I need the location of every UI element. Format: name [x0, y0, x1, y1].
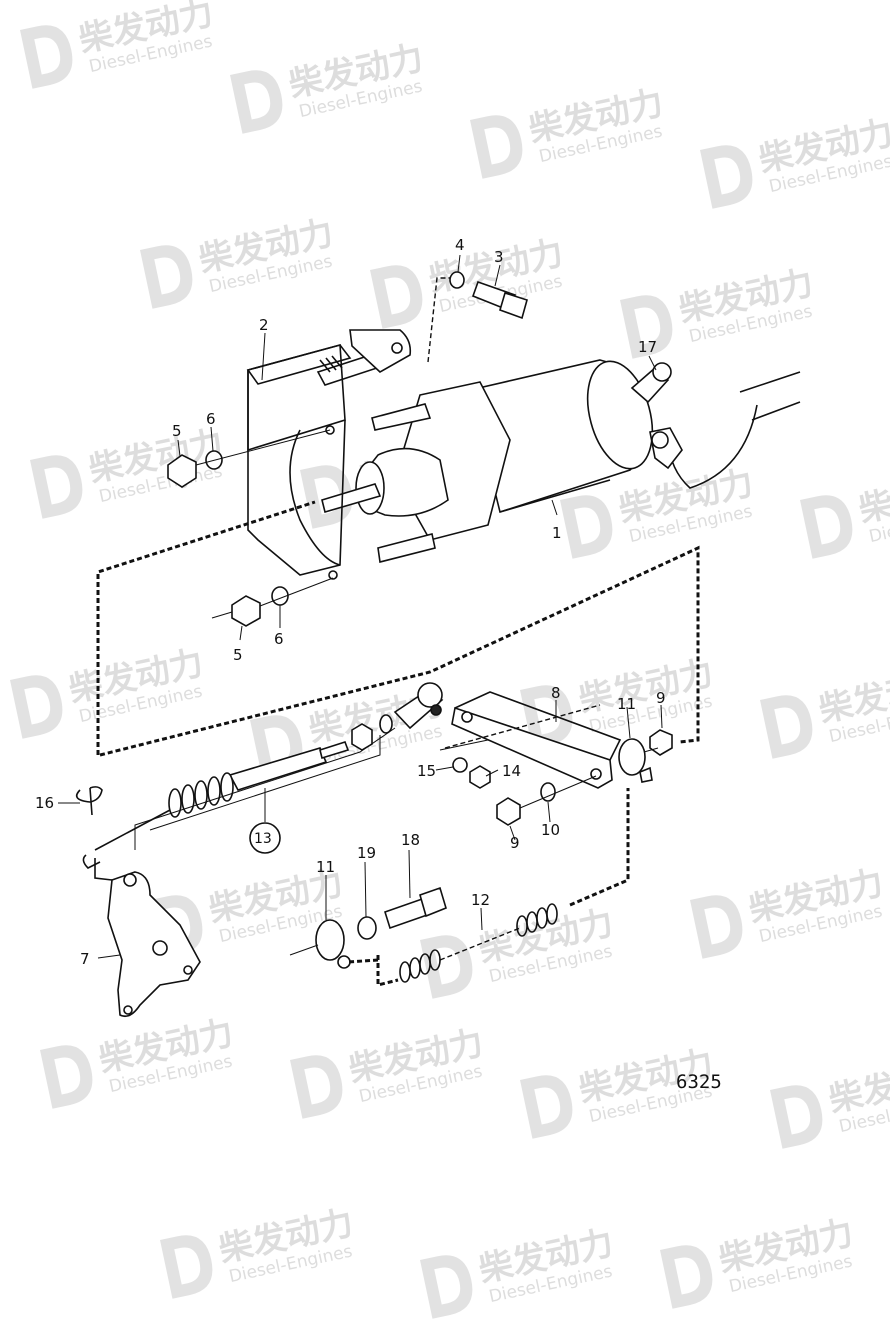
figure-number: 6325 [676, 1071, 722, 1093]
callout-8: 8 [551, 684, 561, 702]
callout-15: 15 [417, 762, 436, 780]
callout-11-lower: 11 [316, 858, 335, 876]
callout-17: 17 [638, 338, 657, 356]
callout-6-lower: 6 [274, 630, 284, 648]
callout-6-upper: 6 [206, 410, 216, 428]
callout-12: 12 [471, 891, 490, 909]
callout-9-upper: 9 [656, 689, 666, 707]
watermark-brand: 柴发动力 [855, 463, 890, 530]
callout-3: 3 [494, 248, 504, 266]
callout-1: 1 [552, 524, 562, 542]
callout-4: 4 [455, 236, 465, 254]
assembly-boundary [96, 500, 700, 757]
callout-18: 18 [401, 831, 420, 849]
callout-10: 10 [541, 821, 560, 839]
callout-7: 7 [80, 950, 90, 968]
callout-16: 16 [35, 794, 54, 812]
callout-2: 2 [259, 316, 269, 334]
callout-14: 14 [502, 762, 521, 780]
callout-5-upper: 5 [172, 422, 182, 440]
callout-13: 13 [254, 831, 272, 847]
callout-11-upper: 11 [617, 695, 636, 713]
callout-9-lower: 9 [510, 834, 520, 852]
callout-5-lower: 5 [233, 646, 243, 664]
callout-labels: 1 2 3 4 5 6 5 6 7 8 9 9 10 11 11 12 13 1… [35, 236, 666, 968]
leader-lines [58, 254, 663, 959]
linkage-assembly [75, 682, 673, 1018]
solenoid-assembly [167, 271, 801, 627]
callout-19: 19 [357, 844, 376, 862]
callout-13-circle [249, 822, 281, 854]
